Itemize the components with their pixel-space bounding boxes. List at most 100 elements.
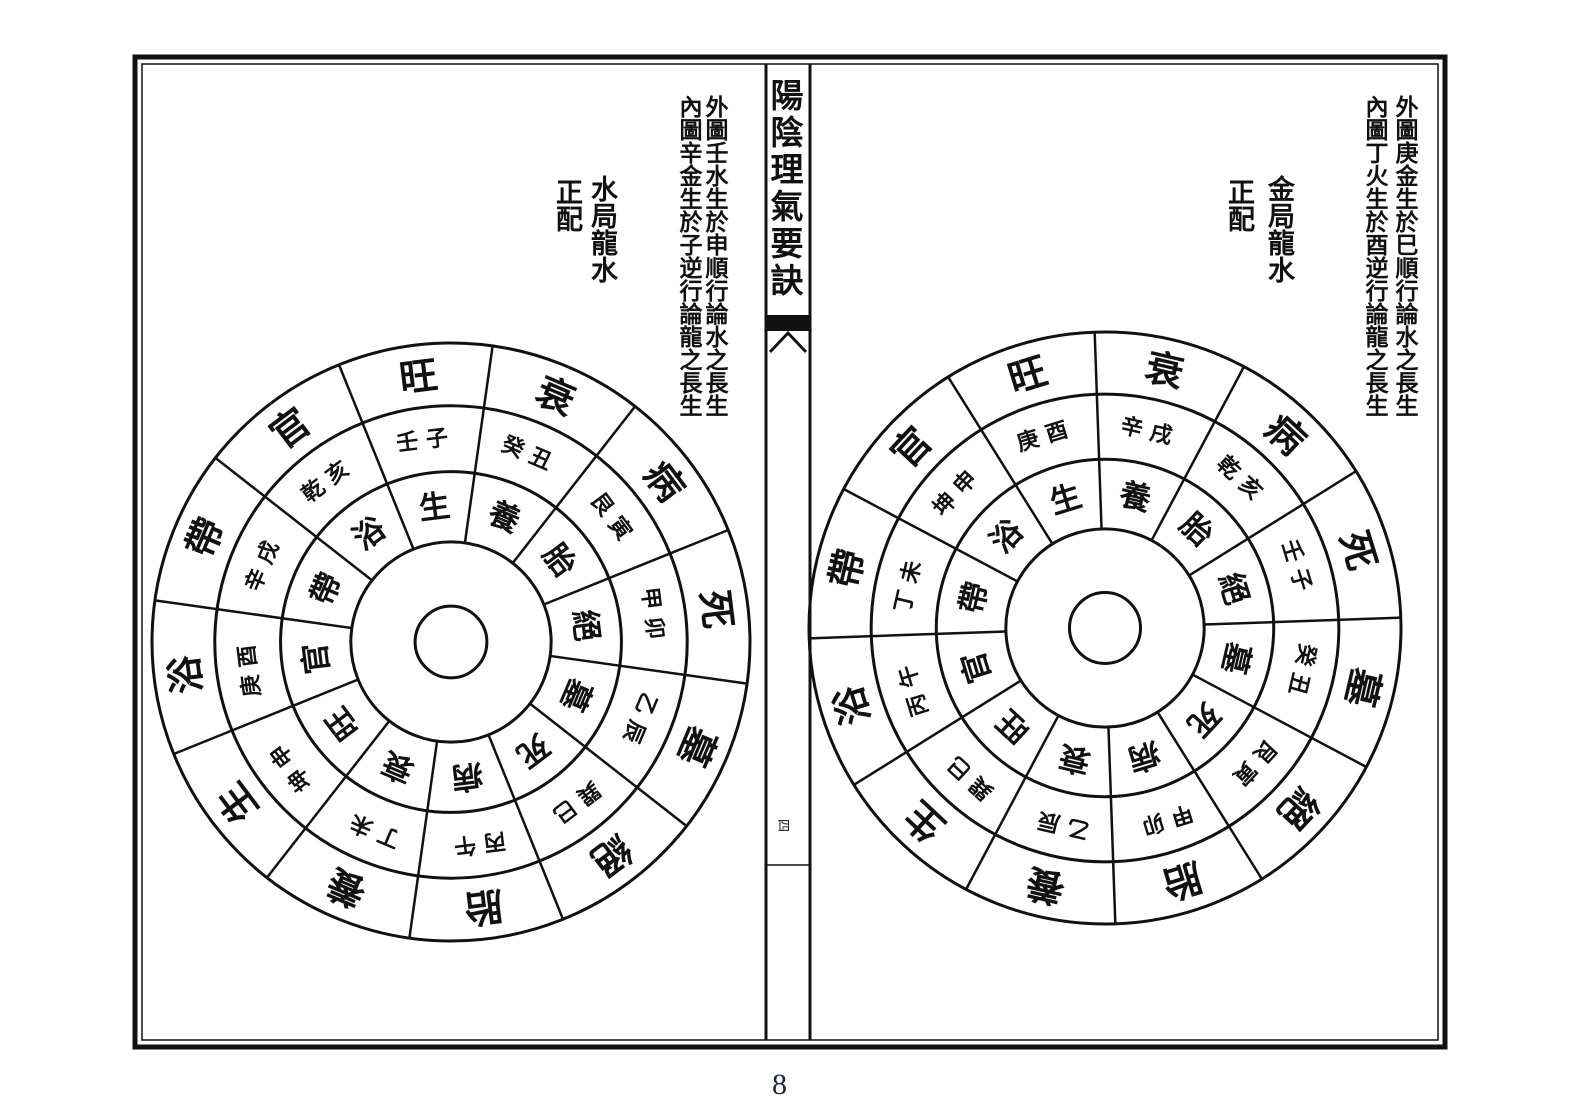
ring-spoke xyxy=(1188,470,1357,577)
inner-ring-label: 胎 xyxy=(1172,506,1220,554)
ring-spoke xyxy=(853,679,1022,786)
ring-spoke xyxy=(337,364,415,550)
inner-ring-label: 浴 xyxy=(983,512,1031,560)
left-note-outer: 外圖壬水生於申順行論水之長生 xyxy=(701,95,728,417)
right-note-inner: 內圖丁火生於酉逆行論龍之長生 xyxy=(1361,95,1388,417)
left-subheading: 正配 xyxy=(551,178,582,232)
ring-spoke xyxy=(265,720,391,879)
middle-ring-label: 庚酉 xyxy=(233,635,266,698)
middle-circle xyxy=(869,392,1341,864)
middle-ring-label: 癸丑 xyxy=(497,431,563,479)
inner-frame xyxy=(141,63,1439,1041)
middle-ring-label: 巽巳 xyxy=(937,745,999,805)
inner-circle xyxy=(934,457,1276,799)
middle-ring-label: 丙午 xyxy=(444,827,507,860)
inner-ring-label: 衰 xyxy=(377,744,420,789)
ring-spoke xyxy=(1150,366,1246,542)
ring-spoke xyxy=(1156,711,1263,880)
inner-ring-label: 胎 xyxy=(535,537,583,584)
inner-ring-label: 生 xyxy=(1046,478,1086,521)
ring-spoke xyxy=(511,405,637,564)
outer-ring-label: 生 xyxy=(895,792,953,851)
fishtail-chevron xyxy=(768,330,808,354)
ring-spoke xyxy=(947,376,1054,545)
middle-ring-label: 巽巳 xyxy=(542,776,606,833)
inner-ring-label: 養 xyxy=(482,494,526,540)
inner-ring-label: 生 xyxy=(417,488,452,528)
page-number: 8 xyxy=(772,1068,787,1101)
outer-ring-label: 官 xyxy=(261,399,318,458)
middle-ring-label: 丙午 xyxy=(891,654,933,719)
ring-spoke xyxy=(487,734,565,920)
fishtail-band xyxy=(766,315,810,331)
ring-spoke xyxy=(1204,616,1401,626)
right-note-outer: 外圖庚金生於巳順行論水之長生 xyxy=(1391,95,1418,417)
ring-spoke xyxy=(964,714,1060,890)
inner-ring-label: 絕 xyxy=(566,608,606,643)
inner-ring-label: 養 xyxy=(1115,476,1155,519)
inner-ring-label: 死 xyxy=(509,726,555,773)
outer-ring-label: 絕 xyxy=(1269,779,1328,837)
outer-ring-label: 死 xyxy=(692,588,741,631)
ring-spoke xyxy=(1107,727,1117,924)
outer-ring-label: 旺 xyxy=(397,352,440,401)
middle-ring-label: 艮寅 xyxy=(585,488,642,552)
right-subheading: 正配 xyxy=(1223,178,1254,232)
outer-frame xyxy=(132,54,1448,1050)
left-note-inner: 內圖辛金生於子逆行論龍之長生 xyxy=(675,95,702,417)
ring-spoke xyxy=(809,630,1006,640)
outer-ring-label: 衰 xyxy=(1141,344,1188,396)
inner-ring-label: 病 xyxy=(1124,734,1164,777)
fold-mark: 四 xyxy=(775,818,791,833)
inner-ring-label: 旺 xyxy=(990,702,1037,749)
inner-ring-label: 墓 xyxy=(1214,638,1257,678)
ring-spoke xyxy=(843,487,1019,583)
middle-ring-label: 壬子 xyxy=(395,424,458,457)
middle-ring-label: 甲卯 xyxy=(1131,799,1196,841)
ring-spoke xyxy=(214,456,373,582)
core-circle xyxy=(1004,527,1206,729)
middle-ring-label: 乾亥 xyxy=(297,451,361,508)
outer-ring-label: 帶 xyxy=(821,545,873,592)
ring-spoke xyxy=(408,741,439,939)
middle-ring-label: 辛戌 xyxy=(1118,412,1182,451)
ring-spoke xyxy=(543,528,729,606)
outer-ring-label: 旺 xyxy=(1003,348,1053,402)
inner-ring-label: 衰 xyxy=(1056,737,1094,779)
outer-ring-label: 胎 xyxy=(1158,854,1208,908)
outer-ring-label: 生 xyxy=(208,774,267,831)
ring-spoke xyxy=(1191,673,1367,769)
middle-ring-label: 乙辰 xyxy=(615,689,662,754)
outer-ring-label: 墓 xyxy=(669,720,726,773)
inner-ring-label: 官 xyxy=(955,647,998,687)
ring-spoke xyxy=(1093,332,1103,529)
middle-ring-label: 辛戌 xyxy=(240,530,287,595)
outer-ring-label: 浴 xyxy=(824,680,878,730)
outer-circle xyxy=(150,341,752,943)
middle-ring-label: 甲卯 xyxy=(636,586,669,649)
outer-ring-label: 官 xyxy=(882,418,941,476)
outer-ring-label: 病 xyxy=(1256,405,1314,464)
ring-spoke xyxy=(550,654,748,685)
inner-ring-label: 病 xyxy=(450,757,485,797)
inner-ring-label: 帶 xyxy=(953,579,995,617)
center-hole xyxy=(413,604,489,680)
middle-ring-label: 艮寅 xyxy=(1222,734,1282,796)
middle-circle xyxy=(213,404,689,880)
middle-ring-label: 丁未 xyxy=(339,806,404,853)
inner-circle xyxy=(279,470,623,814)
inner-ring-label: 官 xyxy=(297,641,337,676)
ring-spoke xyxy=(463,345,494,543)
middle-ring-label: 乾亥 xyxy=(1211,451,1273,511)
running-title: 陽陰理氣要訣 xyxy=(765,78,804,300)
inner-ring-label: 帶 xyxy=(304,568,349,611)
outer-ring-label: 養 xyxy=(1022,860,1069,912)
left-diagram: 旺衰病死墓絕胎養生浴帶官壬子癸丑艮寅甲卯乙辰巽巳丙午丁未坤申庚酉辛戌乾亥生養胎絕… xyxy=(150,341,752,943)
outer-ring-label: 衰 xyxy=(529,368,582,424)
inner-ring-label: 旺 xyxy=(319,700,366,746)
middle-ring-label: 坤申 xyxy=(260,733,317,797)
left-heading: 水局龍水 xyxy=(586,175,617,283)
outer-circle xyxy=(807,330,1403,926)
middle-ring-label: 乙辰 xyxy=(1028,805,1092,844)
